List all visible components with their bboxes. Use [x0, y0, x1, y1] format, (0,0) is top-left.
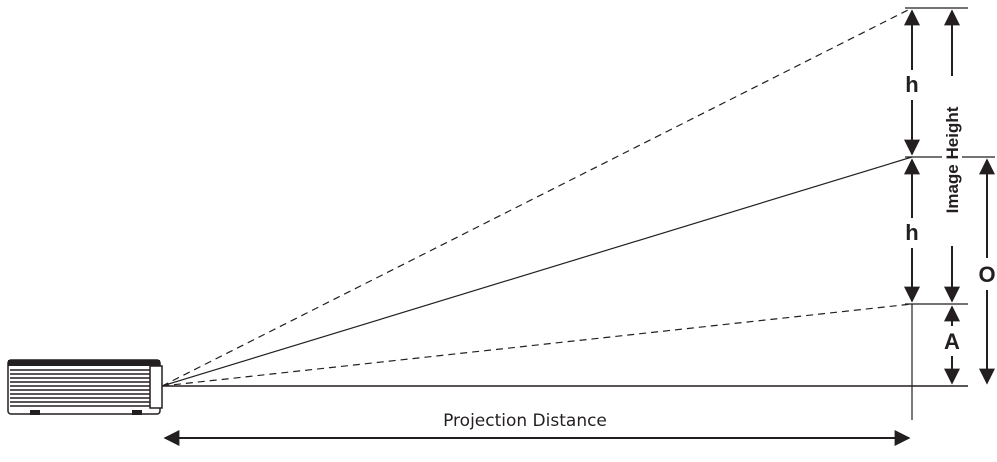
projection-rays [161, 7, 968, 387]
projector-icon [7, 359, 163, 415]
offset-label: O [978, 262, 995, 287]
dimension-arrows [163, 9, 995, 446]
h-upper-label: h [905, 72, 918, 97]
h-lower-label: h [905, 220, 918, 245]
projection-distance-label: Projection Distance [443, 411, 607, 431]
ray-center-solid [161, 156, 913, 387]
a-label: A [944, 329, 960, 354]
ray-lower-dashed [161, 303, 913, 387]
label-masks [900, 70, 997, 356]
image-height-label: Image Height [943, 106, 962, 213]
ray-top-dashed [161, 7, 913, 387]
